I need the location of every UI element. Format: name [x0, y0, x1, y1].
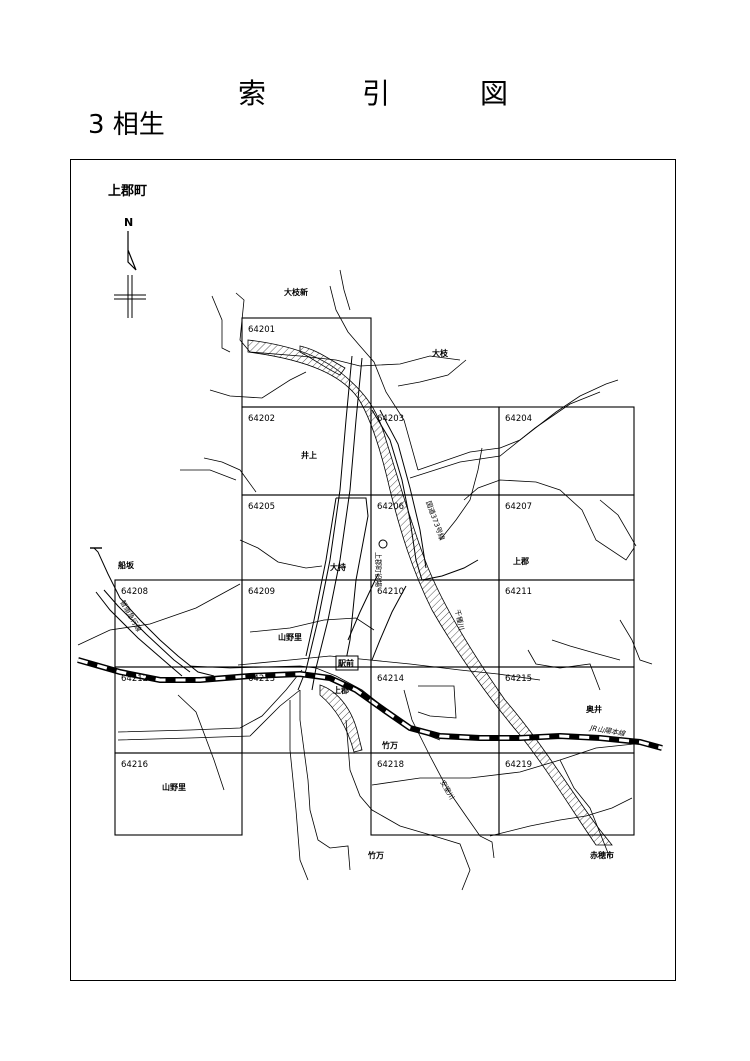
sheet-label-64212: 64212	[121, 674, 148, 684]
place-inoue: 井上	[301, 450, 317, 460]
sheet-label-64213: 64213	[248, 674, 275, 684]
north-arrow-icon: N	[114, 216, 146, 318]
title-char-2: 引	[362, 77, 391, 110]
sheet-label-64207: 64207	[505, 502, 532, 512]
sheet-label-64210: 64210	[377, 587, 404, 597]
title-char-3: 図	[480, 77, 509, 110]
place-ekimae: 駅前	[338, 658, 354, 668]
route-373-label: 国道373号線	[424, 500, 447, 542]
place-takeman-south: 竹万	[367, 850, 384, 860]
sheet-label-64215: 64215	[505, 674, 532, 684]
map-frame	[70, 159, 676, 981]
sheet-64216	[114, 752, 243, 836]
sheet-64219	[498, 752, 635, 836]
city-subtitle: 3 相生	[88, 110, 165, 140]
chikusa-river-label: 千種川	[453, 609, 466, 631]
sheet-label-64219: 64219	[505, 760, 532, 770]
place-okui: 奥井	[585, 704, 602, 714]
sheet-grid: 64201 64202 64203 64204 64205 64206 64207 64208…	[114, 317, 635, 836]
place-funasaka: 船坂	[118, 560, 135, 570]
jr-sanyo-line	[77, 657, 663, 751]
sheet-label-64204: 64204	[505, 414, 532, 424]
sheet-label-64205: 64205	[248, 502, 275, 512]
place-labels: 大枝新 大枝 井上 船坂 大持 上郡 山野里 駅前 上郡 奥井 竹万 山野里 竹…	[118, 287, 614, 860]
sheet-label-64209: 64209	[248, 587, 275, 597]
town-name: 上郡町	[108, 184, 148, 199]
place-kamigori: 上郡	[513, 556, 529, 566]
sheet-label-64208: 64208	[121, 587, 148, 597]
place-oedashin: 大枝新	[284, 287, 308, 297]
place-ako: 赤穂市	[590, 850, 614, 860]
sheet-label-64201: 64201	[248, 325, 275, 335]
sheet-label-64216: 64216	[121, 760, 148, 770]
sheet-label-64202: 64202	[248, 414, 275, 424]
roads	[77, 269, 653, 891]
river-chikusa	[247, 339, 613, 846]
national-route-373	[297, 355, 479, 691]
place-oeda: 大枝	[432, 348, 449, 358]
place-oomochi: 大持	[330, 562, 346, 572]
sheet-label-64214: 64214	[377, 674, 404, 684]
place-yamanosato: 山野里	[278, 632, 302, 642]
place-yamanosato-south: 山野里	[162, 782, 186, 792]
vertical-labels: 国道373号線 上郡町役場 千種川 安室川 智頭急行線 JR山陽本線	[118, 500, 626, 802]
sheet-label-64203: 64203	[377, 414, 404, 424]
sheet-label-64206: 64206	[377, 502, 404, 512]
index-map-title: 索 引 図	[0, 72, 750, 110]
sheet-label-64218: 64218	[377, 760, 404, 770]
place-takeman: 竹万	[381, 740, 398, 750]
townhall-label: 上郡町役場	[374, 552, 383, 587]
title-char-1: 索	[238, 77, 267, 110]
sheet-label-64211: 64211	[505, 587, 532, 597]
ana-river-label: 安室川	[438, 779, 456, 802]
place-kamigori-station: 上郡	[333, 685, 349, 695]
chizu-express-line	[90, 547, 215, 677]
townhall-marker-icon	[378, 539, 388, 549]
north-label: N	[124, 216, 133, 229]
